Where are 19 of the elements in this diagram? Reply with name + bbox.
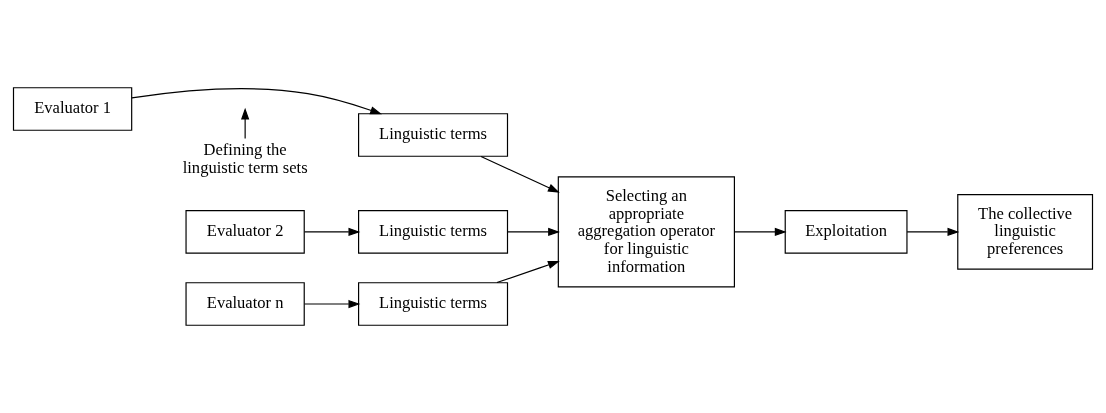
node-box: Evaluator 2: [185, 210, 305, 254]
arrow: [131, 88, 382, 115]
arrow: [480, 155, 560, 193]
arrow: [906, 227, 960, 237]
node-box: Evaluator n: [185, 282, 305, 326]
node-box: Exploitation: [784, 210, 908, 254]
node-box: Linguistic terms: [358, 113, 509, 157]
node-box: Selecting an appropriate aggregation operator for linguistic information: [557, 176, 735, 288]
arrow: [734, 227, 787, 237]
node-box: Linguistic terms: [358, 210, 509, 254]
node-text: Defining the linguistic term sets: [182, 140, 308, 178]
arrow: [507, 227, 560, 237]
node-box: Linguistic terms: [358, 282, 509, 326]
arrow: [303, 299, 361, 309]
arrow: [496, 261, 560, 284]
node-box: The collective linguistic preferences: [957, 194, 1094, 270]
arrow: [241, 107, 250, 139]
node-box: Evaluator 1: [12, 87, 133, 131]
arrow: [303, 227, 361, 237]
